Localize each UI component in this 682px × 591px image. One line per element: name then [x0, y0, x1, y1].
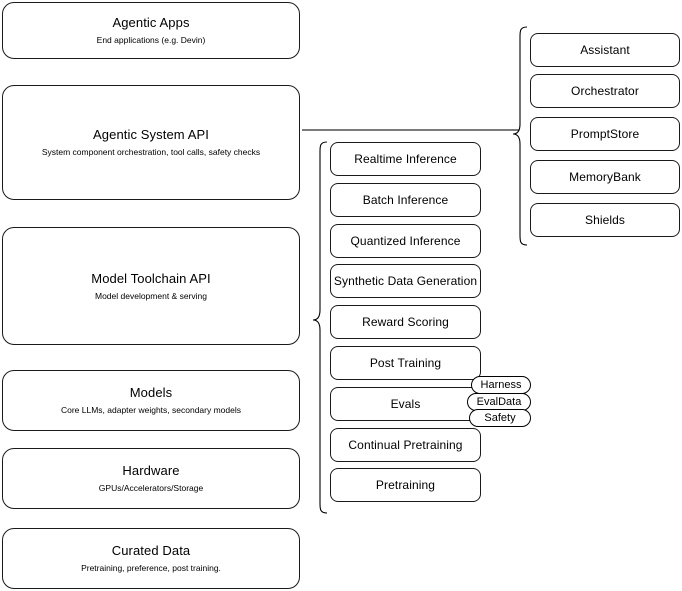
- chip-label: PromptStore: [570, 127, 640, 141]
- system-chip-orchestrator[interactable]: Orchestrator: [530, 74, 680, 108]
- layer-subtitle: Model development & serving: [95, 290, 207, 301]
- system-chip-assistant[interactable]: Assistant: [530, 33, 680, 67]
- eval-pill-harness[interactable]: Harness: [471, 376, 531, 394]
- layer-box-model-toolchain-api: Model Toolchain API Model development & …: [2, 227, 300, 345]
- toolchain-chip-pretraining[interactable]: Pretraining: [330, 468, 481, 502]
- layer-box-hardware: Hardware GPUs/Accelerators/Storage: [2, 448, 300, 509]
- layer-title: Agentic System API: [93, 127, 209, 142]
- layer-subtitle: Core LLMs, adapter weights, secondary mo…: [60, 405, 241, 415]
- layer-title: Models: [129, 385, 173, 400]
- toolchain-chip-realtime-inference[interactable]: Realtime Inference: [330, 142, 481, 176]
- toolchain-chip-evals[interactable]: Evals: [330, 387, 481, 421]
- layer-title: Model Toolchain API: [91, 270, 211, 286]
- system-chip-memorybank[interactable]: MemoryBank: [530, 160, 680, 194]
- chip-label: Reward Scoring: [362, 315, 449, 329]
- chip-label: Synthetic Data Generation: [333, 274, 478, 288]
- eval-pill-safety[interactable]: Safety: [469, 409, 531, 427]
- chip-label: Shields: [584, 213, 626, 227]
- layer-box-curated-data: Curated Data Pretraining, preference, po…: [2, 528, 300, 589]
- toolchain-chip-synthetic-data-generation[interactable]: Synthetic Data Generation: [330, 264, 481, 298]
- layer-title: Curated Data: [111, 543, 191, 558]
- toolchain-chip-batch-inference[interactable]: Batch Inference: [330, 183, 481, 217]
- layer-box-agentic-system-api: Agentic System API System component orch…: [2, 85, 300, 200]
- toolchain-chip-continual-pretraining[interactable]: Continual Pretraining: [330, 428, 481, 462]
- layer-subtitle: End applications (e.g. Devin): [96, 35, 206, 45]
- layer-subtitle: Pretraining, preference, post training.: [81, 563, 221, 573]
- layer-subtitle: System component orchestration, tool cal…: [41, 147, 261, 157]
- chip-label: Batch Inference: [362, 193, 449, 207]
- chip-label: Orchestrator: [571, 84, 639, 98]
- chip-label: Quantized Inference: [350, 234, 461, 248]
- chip-label: Assistant: [580, 43, 630, 57]
- chip-label: Realtime Inference: [354, 152, 457, 166]
- toolchain-chip-post-training[interactable]: Post Training: [330, 346, 481, 380]
- chip-label: Post Training: [369, 356, 442, 370]
- layer-subtitle: GPUs/Accelerators/Storage: [98, 483, 204, 493]
- chip-label: Continual Pretraining: [348, 438, 463, 452]
- chip-label: MemoryBank: [569, 170, 641, 184]
- chip-label: Pretraining: [375, 478, 436, 492]
- layer-title: Agentic Apps: [112, 15, 190, 30]
- chip-label: Evals: [390, 397, 421, 411]
- toolchain-chip-quantized-inference[interactable]: Quantized Inference: [330, 224, 481, 258]
- toolchain-chip-reward-scoring[interactable]: Reward Scoring: [330, 305, 481, 339]
- system-chip-promptstore[interactable]: PromptStore: [530, 117, 680, 151]
- system-chip-shields[interactable]: Shields: [530, 203, 680, 237]
- layer-box-models: Models Core LLMs, adapter weights, secon…: [2, 370, 300, 431]
- layer-box-agentic-apps: Agentic Apps End applications (e.g. Devi…: [2, 2, 300, 59]
- layer-title: Hardware: [122, 463, 180, 478]
